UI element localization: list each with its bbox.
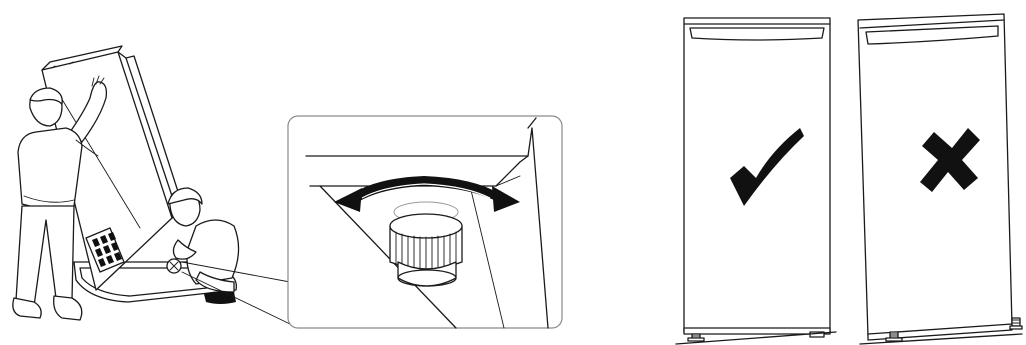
zoom-connector-bottom bbox=[182, 272, 290, 324]
foot-detail-panel bbox=[288, 116, 562, 328]
level-foot-right-bad bbox=[1010, 318, 1022, 329]
tilt-and-adjust-panel bbox=[13, 46, 290, 324]
fridge-correct bbox=[676, 18, 836, 344]
level-foot-left bbox=[688, 334, 704, 341]
fridge-incorrect bbox=[858, 14, 1022, 344]
level-comparison-panel bbox=[676, 14, 1022, 344]
adjustable-foot bbox=[390, 202, 462, 286]
